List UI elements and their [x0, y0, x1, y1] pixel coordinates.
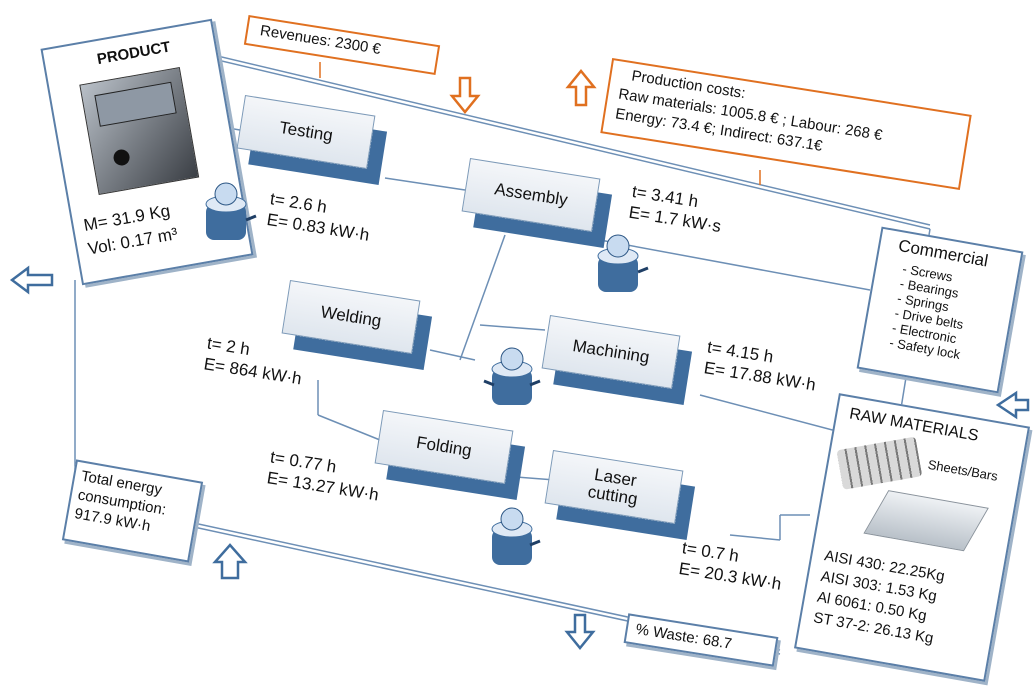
motor-icon: [482, 505, 542, 570]
commercial-panel: Commercial - Screws - Bearings - Springs…: [857, 227, 1024, 394]
energy-arrow: [215, 545, 245, 578]
testing-label: Testing: [278, 119, 334, 145]
machining-label: Machining: [571, 337, 650, 367]
welding-label: Welding: [319, 303, 382, 330]
motor-icon: [592, 232, 652, 297]
assembly-label: Assembly: [493, 180, 569, 209]
waste-arrow: [567, 615, 593, 648]
product-title: PRODUCT: [96, 38, 172, 68]
revenue-down-arrow: [452, 78, 478, 112]
cost-up-arrow: [568, 71, 594, 105]
commercial-list: - Screws - Bearings - Springs - Drive be…: [888, 261, 974, 362]
raw-materials-list: AISI 430: 22.25Kg AISI 303: 1.53 Kg Al 6…: [812, 545, 947, 649]
folding-label: Folding: [415, 434, 473, 461]
sheets-image: [863, 490, 988, 551]
raw-in-arrow: [998, 393, 1028, 417]
sheets-bars-label: Sheets/Bars: [927, 457, 999, 484]
product-out-arrow: [12, 268, 52, 292]
product-image: [79, 67, 199, 195]
motor-icon: [200, 180, 260, 245]
bars-image: [837, 437, 923, 490]
motor-icon: [482, 345, 542, 410]
